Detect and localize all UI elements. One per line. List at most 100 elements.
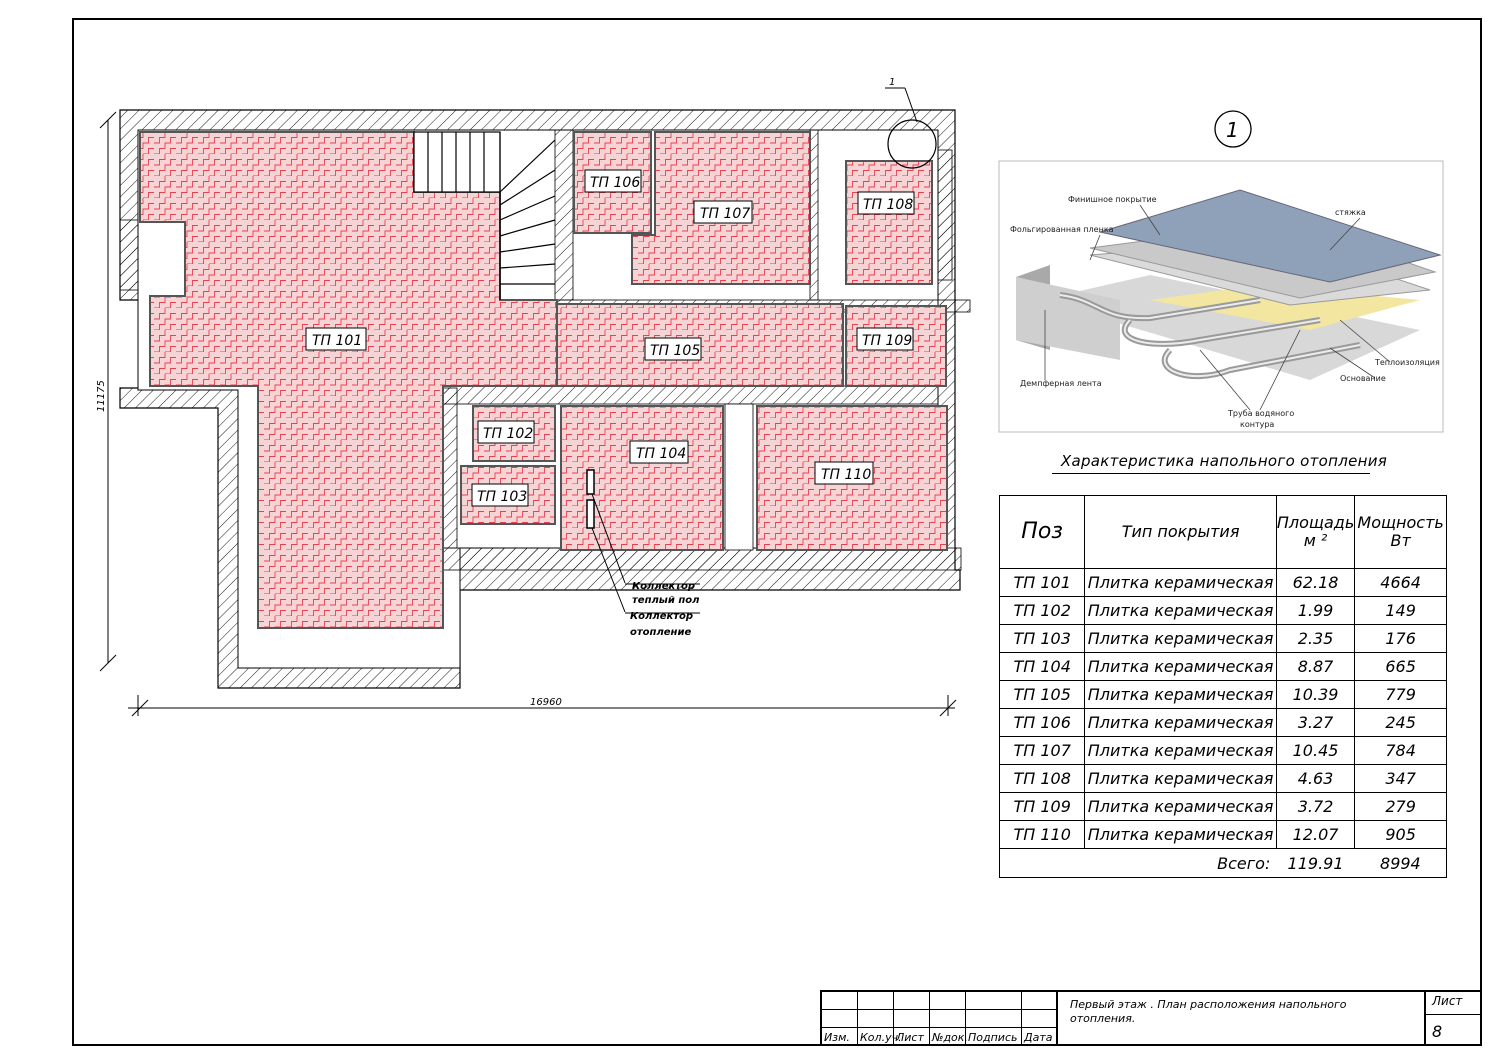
- spec-title-underline: [1052, 473, 1370, 474]
- layer-pipe-2: контура: [1240, 420, 1274, 429]
- spec-cell-power: 245: [1354, 708, 1447, 737]
- revision-column-label: Кол.уч.: [860, 1031, 902, 1044]
- detail-number: 1: [1226, 118, 1239, 142]
- spec-cell-pos: ТП 102: [998, 596, 1086, 625]
- zone-tp108: [845, 160, 933, 285]
- spec-cell-type: Плитка керамическая: [1084, 820, 1277, 849]
- revision-cell: [822, 1028, 858, 1046]
- spec-cell-pos: ТП 108: [998, 764, 1086, 793]
- layer-base: Основание: [1340, 374, 1386, 383]
- collector-heating-label-2: отопление: [630, 627, 691, 638]
- dimension-width: 16960: [530, 697, 562, 708]
- revision-cell: [894, 1010, 930, 1028]
- spec-cell-pos: ТП 104: [998, 652, 1086, 681]
- spec-cell-area: 10.45: [1275, 736, 1356, 765]
- spec-cell-type: Плитка керамическая: [1084, 624, 1277, 653]
- layer-insulation: Теплоизоляция: [1374, 358, 1440, 367]
- room-label: ТП 102: [483, 426, 533, 442]
- spec-cell-type: Плитка керамическая: [1084, 680, 1277, 709]
- layer-damper: Демпферная лента: [1020, 379, 1102, 388]
- revision-column-label: Дата: [1024, 1031, 1053, 1044]
- revision-cell: [930, 992, 966, 1010]
- revision-cell: [1022, 1010, 1058, 1028]
- spec-cell-power: 176: [1354, 624, 1447, 653]
- room-label: ТП 110: [821, 467, 871, 483]
- spec-cell-pos: ТП 101: [998, 568, 1086, 597]
- revision-cell: [858, 1010, 894, 1028]
- room-label: ТП 101: [312, 333, 362, 349]
- zone-tp104: [560, 405, 724, 551]
- spec-cell-type: Плитка керамическая: [1084, 596, 1277, 625]
- room-label: ТП 108: [863, 197, 913, 213]
- sheet-label: Лист: [1432, 994, 1463, 1008]
- layer-pipe-1: Труба водяного: [1227, 409, 1294, 418]
- layer-screed: стяжка: [1335, 208, 1366, 217]
- room-label: ТП 103: [477, 489, 527, 505]
- revision-cell: [894, 1028, 930, 1046]
- layer-finish: Финишное покрытие: [1068, 195, 1157, 204]
- room-label: ТП 104: [636, 446, 686, 462]
- revision-cell: [930, 1028, 966, 1046]
- spec-cell-area: 12.07: [1275, 820, 1356, 849]
- dimension-lines: [99, 111, 957, 717]
- drawing-title: Первый этаж . План расположения напольно…: [1056, 990, 1424, 1046]
- detail-callout-number: 1: [889, 77, 895, 88]
- spec-cell-type: Плитка керамическая: [1084, 736, 1277, 765]
- total-label: Всего:: [999, 848, 1277, 878]
- revision-cell: [822, 992, 858, 1010]
- spec-cell-type: Плитка керамическая: [1084, 708, 1277, 737]
- spec-cell-pos: ТП 103: [998, 624, 1086, 653]
- spec-total-row: Всего: 119.91 8994: [999, 848, 1447, 878]
- total-power: 8994: [1354, 848, 1447, 878]
- revision-cell: [966, 1028, 1022, 1046]
- spec-cell-pos: ТП 110: [998, 820, 1086, 849]
- spec-cell-pos: ТП 106: [998, 708, 1086, 737]
- spec-cell-pos: ТП 105: [998, 680, 1086, 709]
- spec-cell-power: 4664: [1354, 568, 1447, 597]
- detail-number-circle: [1214, 110, 1252, 148]
- spec-cell-area: 10.39: [1275, 680, 1356, 709]
- spec-cell-area: 4.63: [1275, 764, 1356, 793]
- room-label: ТП 107: [700, 206, 750, 222]
- revision-cell: [822, 1010, 858, 1028]
- revision-cell: [966, 992, 1022, 1010]
- spec-title: Характеристика напольного отопления: [1060, 452, 1388, 470]
- spec-cell-power: 665: [1354, 652, 1447, 681]
- room-labels: ТП 101 ТП 102 ТП 103 ТП 104 ТП 105 ТП 10…: [305, 169, 915, 507]
- spec-cell-area: 3.27: [1275, 708, 1356, 737]
- revision-cell: [858, 992, 894, 1010]
- revision-cell: [858, 1028, 894, 1046]
- spec-cell-power: 905: [1354, 820, 1447, 849]
- collector-heating-label-1: Коллектор: [630, 611, 693, 622]
- total-area: 119.91: [1276, 848, 1355, 878]
- collector-boxes: [586, 469, 700, 614]
- floor-layers-illustration: Финишное покрытие стяжка Фольгированная …: [998, 160, 1444, 433]
- revision-cell: [894, 992, 930, 1010]
- sheet-box: Лист 8: [1424, 990, 1482, 1046]
- collector-floor-label-1: Коллектор: [632, 581, 695, 592]
- layer-foil: Фольгированная пленка: [1010, 225, 1114, 234]
- drawing-title-line-2: отопления.: [1070, 1012, 1136, 1025]
- spec-cell-area: 62.18: [1275, 568, 1356, 597]
- revision-cell: [1022, 992, 1058, 1010]
- spec-cell-power: 347: [1354, 764, 1447, 793]
- spec-cell-type: Плитка керамическая: [1084, 568, 1277, 597]
- collector-floor-label-2: теплый пол: [632, 595, 700, 606]
- sheet-number: 8: [1432, 1022, 1443, 1041]
- revision-column-label: Лист: [896, 1031, 924, 1044]
- drawing-title-line-1: Первый этаж . План расположения напольно…: [1070, 998, 1347, 1011]
- header-pos: Поз: [998, 495, 1086, 569]
